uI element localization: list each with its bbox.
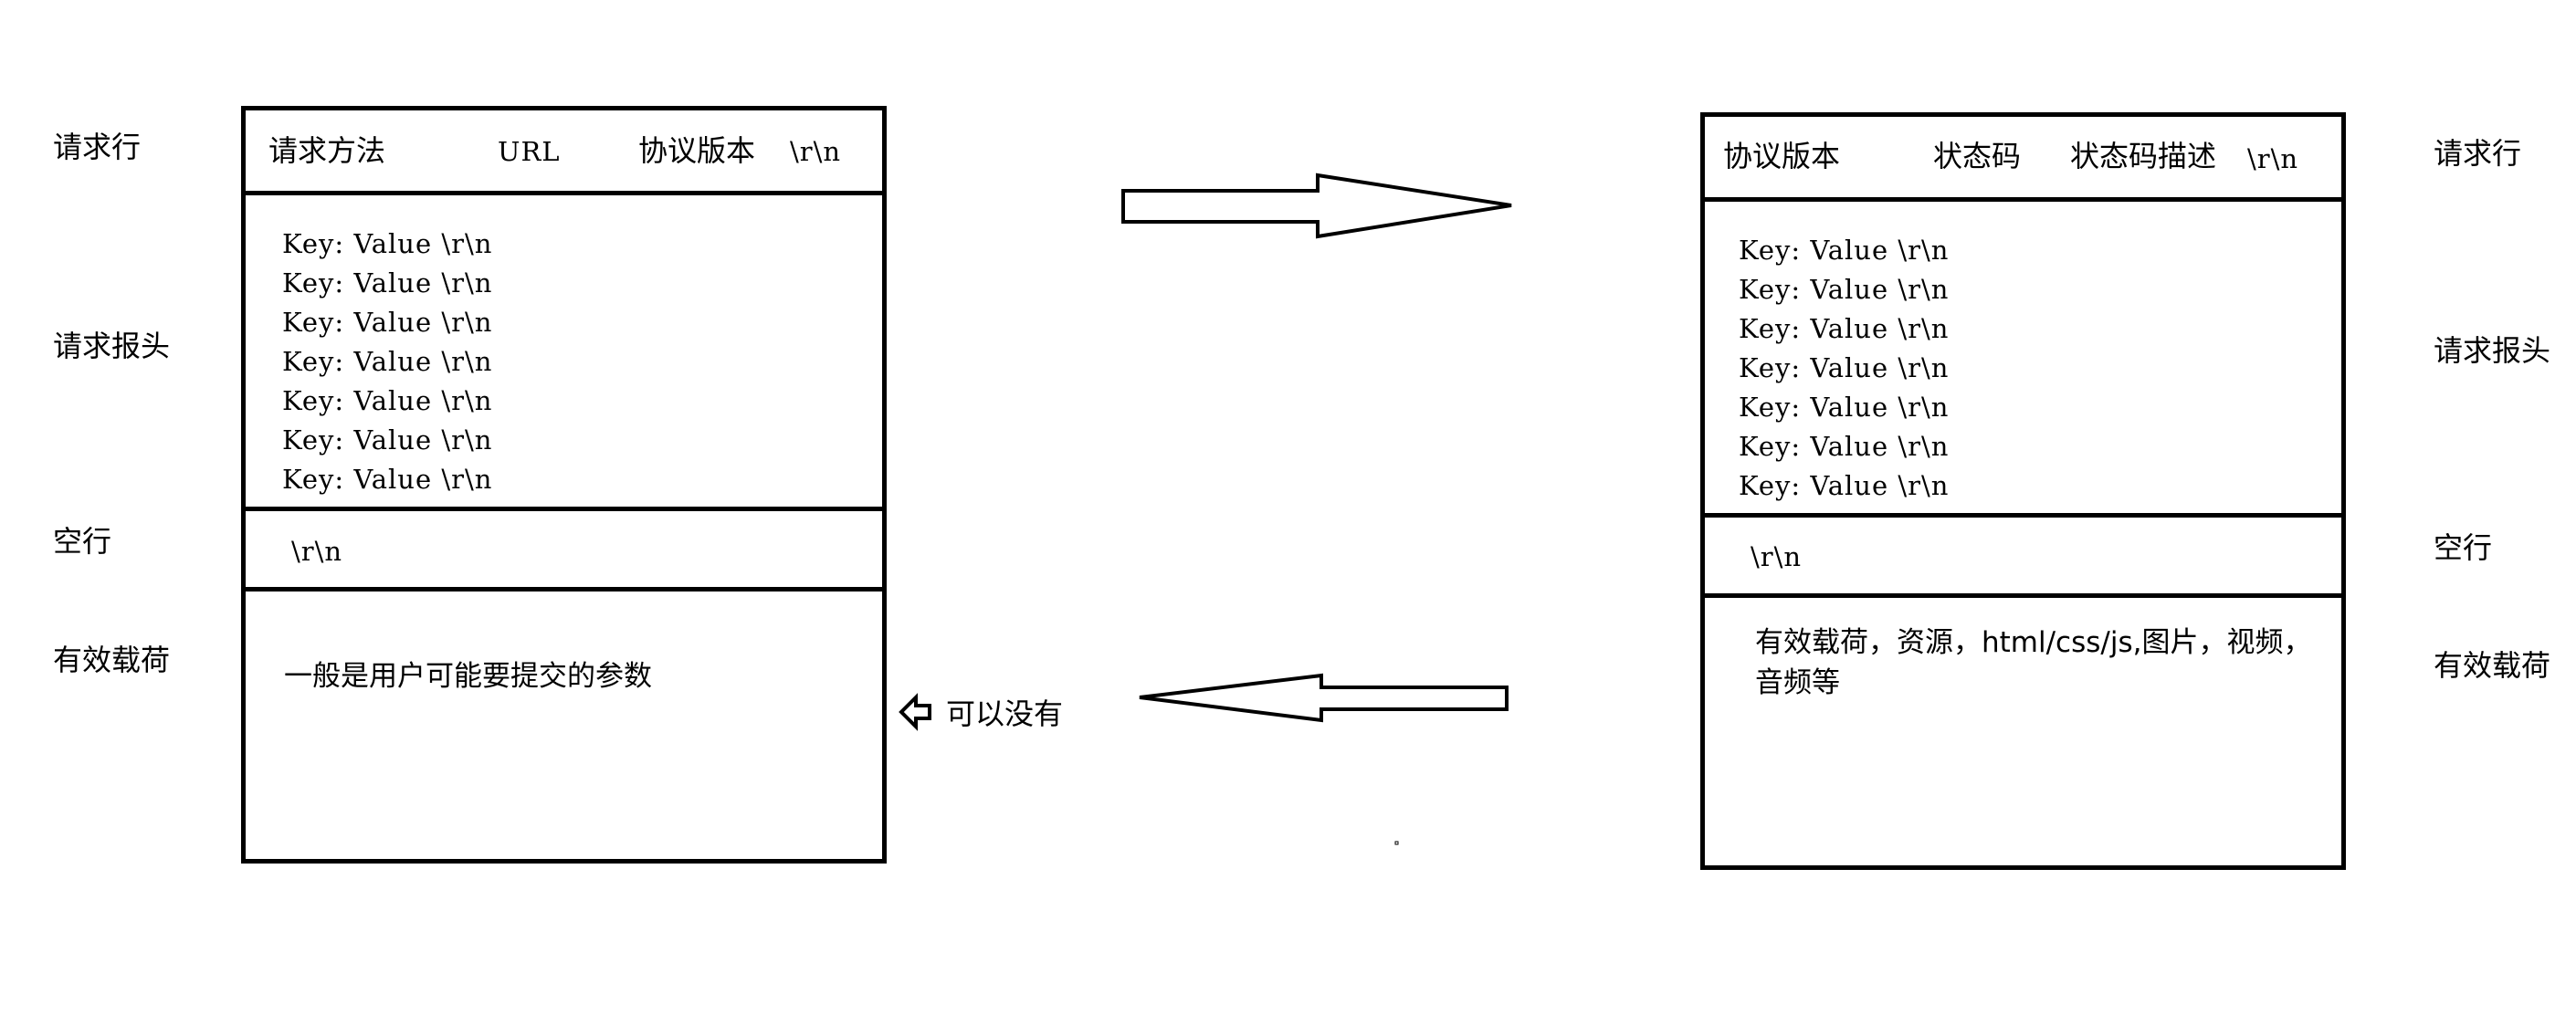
response-header-item: Key: Value \r\n	[1739, 274, 1950, 305]
http-request-box: 请求方法 URL 协议版本 \r\n Key: Value \r\n Key: …	[241, 106, 887, 864]
request-headers-list: Key: Value \r\n Key: Value \r\n Key: Val…	[282, 225, 492, 499]
request-payload-text: 一般是用户可能要提交的参数	[284, 660, 652, 693]
request-blank-crlf: \r\n	[291, 536, 343, 567]
arrow-left-icon	[1139, 673, 1509, 723]
response-headers-list: Key: Value \r\n Key: Value \r\n Key: Val…	[1739, 231, 1949, 506]
request-headers-label: 请求报头	[53, 329, 171, 363]
response-header-item: Key: Value \r\n	[1739, 235, 1950, 266]
request-url: URL	[498, 136, 561, 167]
response-header-item: Key: Value \r\n	[1739, 392, 1950, 423]
response-status-code: 状态码	[1933, 139, 2022, 173]
request-blank-line-label: 空行	[53, 524, 112, 559]
response-line-label: 请求行	[2434, 136, 2522, 171]
response-blank-crlf: \r\n	[1751, 541, 1803, 572]
request-header-item: Key: Value \r\n	[282, 424, 493, 455]
request-line-label: 请求行	[53, 130, 142, 164]
response-payload-text: 有效载荷，资源，html/css/js,图片，视频，音频等	[1755, 626, 2312, 699]
request-header-item: Key: Value \r\n	[282, 228, 493, 259]
response-status-desc: 状态码描述	[2070, 139, 2217, 173]
request-header-item: Key: Value \r\n	[282, 464, 493, 495]
small-arrow-left-icon	[899, 693, 931, 731]
response-blank-line-label: 空行	[2434, 530, 2493, 565]
request-headers-divider	[246, 507, 882, 511]
response-payload-label: 有效载荷	[2434, 648, 2551, 683]
arrow-right-icon	[1121, 173, 1512, 239]
request-method: 请求方法	[268, 133, 386, 168]
request-payload-label: 有效载荷	[53, 643, 171, 677]
response-headers-divider	[1705, 513, 2341, 518]
request-version: 协议版本	[638, 133, 756, 168]
request-header-item: Key: Value \r\n	[282, 307, 493, 338]
request-line: 请求方法 URL 协议版本 \r\n	[246, 110, 882, 191]
response-line-crlf: \r\n	[2247, 143, 2299, 174]
request-blank-divider	[246, 587, 882, 592]
response-header-item: Key: Value \r\n	[1739, 470, 1950, 501]
response-blank-divider	[1705, 593, 2341, 598]
response-header-item: Key: Value \r\n	[1739, 313, 1950, 344]
request-line-crlf: \r\n	[790, 136, 842, 167]
response-line-divider	[1705, 197, 2341, 202]
http-response-box: 协议版本 状态码 状态码描述 \r\n Key: Value \r\n Key:…	[1700, 112, 2346, 870]
response-version: 协议版本	[1723, 139, 1841, 173]
response-header-item: Key: Value \r\n	[1739, 352, 1950, 383]
response-header-item: Key: Value \r\n	[1739, 431, 1950, 462]
optional-note: 可以没有	[946, 696, 1064, 731]
request-header-item: Key: Value \r\n	[282, 385, 493, 416]
request-header-item: Key: Value \r\n	[282, 267, 493, 298]
response-line: 协议版本 状态码 状态码描述 \r\n	[1705, 117, 2341, 197]
response-headers-label: 请求报头	[2434, 333, 2551, 368]
dot-mark	[1394, 841, 1399, 845]
request-line-divider	[246, 191, 882, 195]
request-header-item: Key: Value \r\n	[282, 346, 493, 377]
